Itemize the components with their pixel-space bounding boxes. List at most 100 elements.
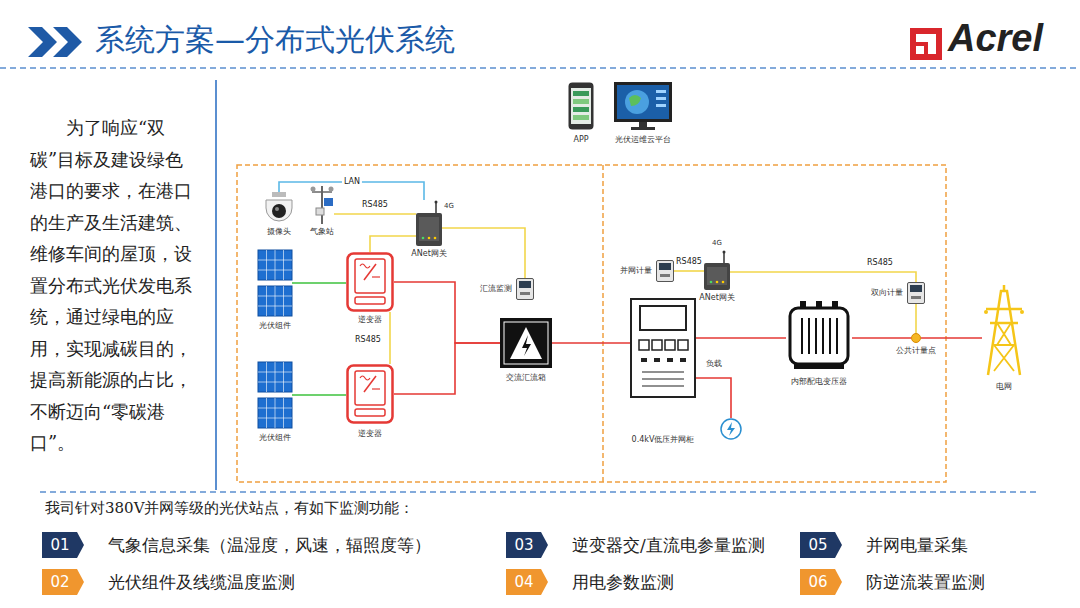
callout-number: 02 (50, 575, 69, 590)
brand-logo-text: Acrel (948, 18, 1043, 60)
device-caption: 汇流监测 (480, 285, 512, 294)
device-node: 气象站 (310, 182, 334, 224)
device-caption: 内部配电变压器 (791, 378, 847, 387)
pv-cell-line (266, 362, 267, 392)
device-icon (346, 252, 394, 312)
data-bar (656, 97, 666, 100)
device-node: 摄像头 (264, 192, 294, 224)
badge-shape (42, 532, 84, 558)
pv-cell-line (283, 250, 284, 280)
device-icon (704, 250, 730, 290)
header-chevron (53, 27, 82, 57)
combiner-case (500, 318, 552, 368)
signal-label: 4G (444, 202, 454, 210)
pv-cell-line (275, 362, 276, 392)
callout-number: 03 (514, 538, 533, 553)
antenna (723, 251, 725, 263)
connector-line (921, 337, 982, 339)
pv-cell-line (275, 286, 276, 316)
tower-arms (986, 285, 1022, 323)
device-caption: 光伏组件 (259, 434, 291, 443)
callout-number: 04 (514, 575, 533, 590)
feature-text: 防逆流装置监测 (866, 571, 985, 594)
meter-screen (910, 285, 922, 292)
lens-glint (275, 207, 279, 211)
pv-cell-line (258, 382, 292, 383)
bushing (800, 301, 806, 309)
callout-badge: 03 (506, 532, 548, 558)
camera-mount (272, 192, 286, 197)
device-caption: 公共计量点 (896, 347, 936, 356)
device-node: 内部配电变压器 (786, 300, 852, 370)
device-caption: 负载 (706, 360, 722, 369)
device-icon (982, 285, 1026, 375)
feature-text: 逆变器交/直流电参量监测 (572, 534, 765, 557)
data-bar (656, 90, 666, 93)
gateway-face (707, 267, 727, 285)
meter-keys (660, 274, 670, 277)
pv-cell-line (275, 250, 276, 280)
edge-label: RS485 (353, 336, 383, 345)
pv-cell-line (258, 270, 292, 271)
callout-badge: 02 (42, 569, 84, 595)
edge-label: LAN (342, 178, 362, 187)
device-caption: 0.4kV低压并网柜 (632, 436, 695, 445)
phone-body (569, 83, 594, 130)
meter-case (517, 279, 534, 300)
cabinet-case (631, 299, 695, 397)
logo-notch (916, 34, 936, 54)
meter-keys (911, 296, 921, 299)
header-chevron (28, 27, 57, 57)
logo-notch (916, 46, 924, 54)
signal-label: 4G (712, 239, 722, 247)
device-node: 公共计量点 (911, 333, 921, 343)
inverter-panel (355, 371, 385, 405)
callout-badge: 04 (506, 569, 548, 595)
device-node: 汇流监测 (516, 278, 534, 300)
device-icon (258, 250, 292, 316)
connector-line (370, 236, 416, 252)
vane (329, 187, 334, 192)
edge-label: RS485 (865, 259, 895, 268)
pv-panel (258, 250, 292, 280)
device-node: 交流汇流箱 (500, 318, 552, 368)
dc-bar (372, 388, 380, 389)
inverter-panel (355, 259, 385, 293)
monitor-screen (617, 85, 669, 119)
device-icon (911, 333, 921, 343)
tower-legs (988, 291, 1020, 375)
region-divider (602, 165, 604, 482)
data-bar (656, 104, 666, 107)
footer-rule (40, 491, 1040, 493)
device-icon (516, 278, 534, 300)
connector-line (696, 337, 786, 339)
connector-line (292, 394, 346, 396)
callout-badge: 06 (800, 569, 842, 595)
inverter-case (348, 366, 393, 423)
logger-box (316, 208, 324, 215)
badge-shape (506, 569, 548, 595)
connector-line (292, 282, 346, 284)
device-caption: 并网计量 (620, 267, 652, 276)
device-node: 双向计量 (907, 282, 925, 304)
transformer-body (790, 308, 848, 364)
status-led (710, 281, 713, 284)
device-node: ANet网关 (416, 200, 442, 246)
antenna-tip (723, 251, 726, 254)
pv-panel (258, 286, 292, 316)
cabinet-screen (640, 306, 686, 330)
callout-badge: 01 (42, 532, 84, 558)
device-node: 光伏组件 (258, 362, 292, 428)
device-node: 负载 (720, 418, 742, 440)
tower-bracing (994, 323, 1014, 371)
connector-line (730, 272, 916, 282)
device-icon (630, 298, 696, 398)
device-caption: 双向计量 (871, 289, 903, 298)
pv-cell-line (283, 286, 284, 316)
ac-wave (360, 264, 370, 268)
badge-shape (506, 532, 548, 558)
device-icon (568, 82, 594, 130)
pv-cell-line (258, 418, 292, 419)
